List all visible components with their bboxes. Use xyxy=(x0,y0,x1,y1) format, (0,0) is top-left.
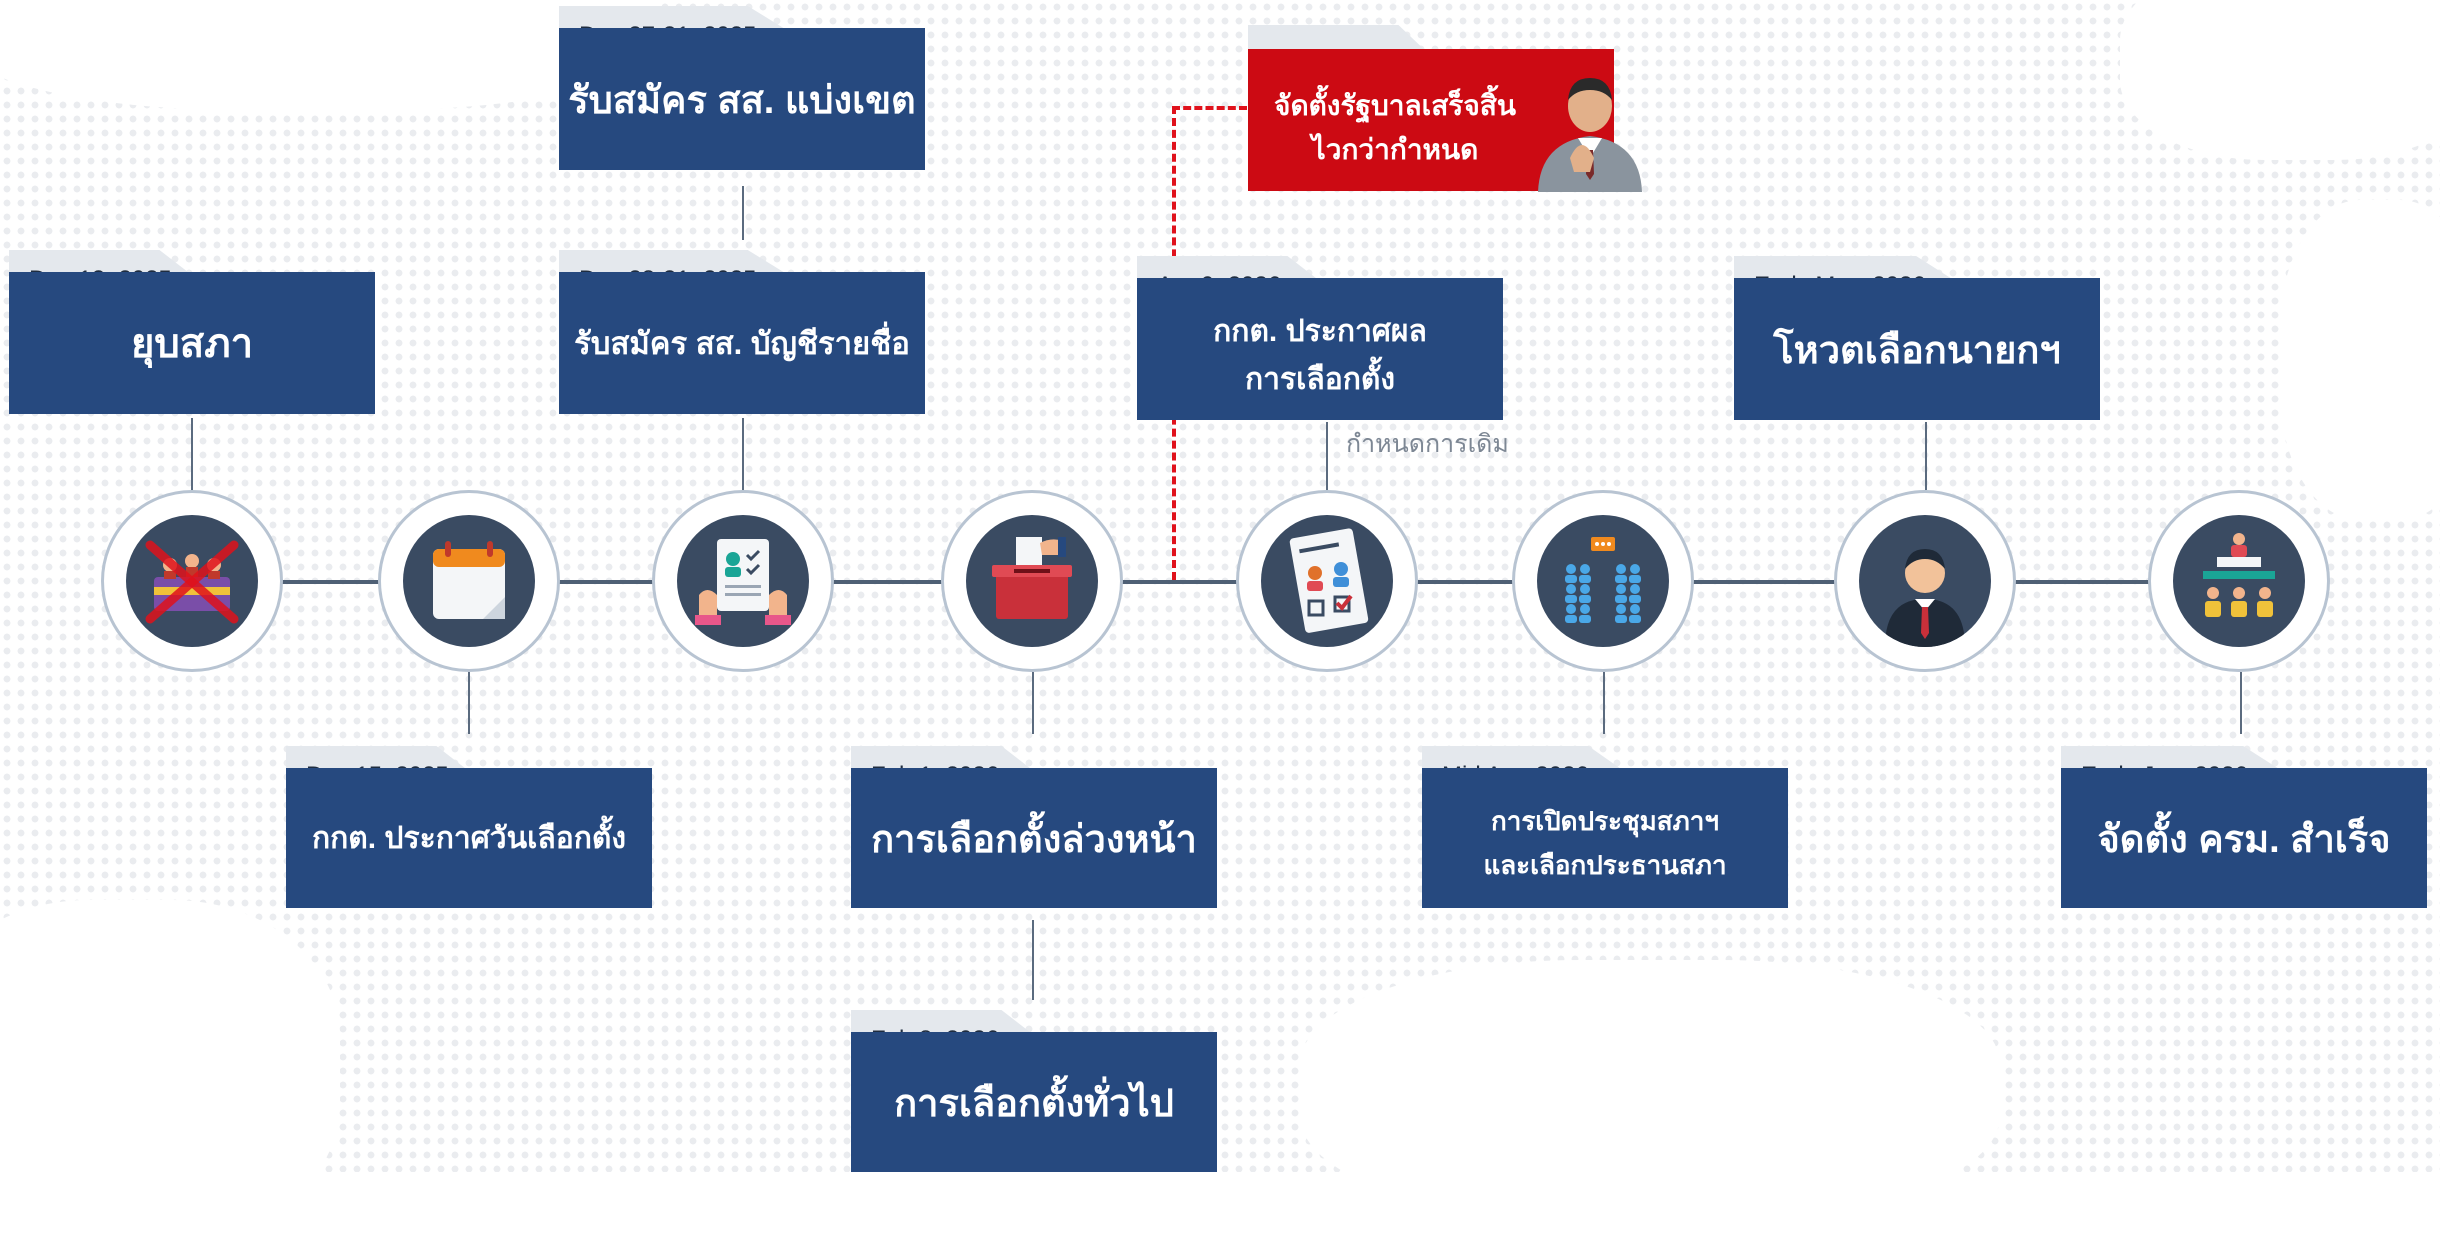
milestone-node-pm-vote xyxy=(1834,490,2016,672)
event-title-line: กกต. ประกาศผล xyxy=(1213,315,1427,348)
milestone-node-candidate-registration xyxy=(652,490,834,672)
event-card-advance-voting: Feb 1, 2026 การเลือกตั้งล่วงหน้า xyxy=(851,746,1217,908)
event-title: ยุบสภา xyxy=(9,272,375,414)
milestone-node-advance-voting xyxy=(941,490,1123,672)
event-title: การเปิดประชุมสภาฯ และเลือกประธานสภา xyxy=(1422,768,1788,908)
milestone-node-dissolution xyxy=(101,490,283,672)
event-card-cabinet: Early Jun, 2026 จัดตั้ง ครม. สำเร็จ xyxy=(2061,746,2427,908)
connector xyxy=(742,186,744,240)
ballot-box-icon xyxy=(992,537,1072,619)
connector xyxy=(1032,920,1034,1000)
event-card-party-list-registration: Dec 28-31, 2025 รับสมัคร สส. บัญชีรายชื่… xyxy=(559,250,925,414)
ballot-paper-icon xyxy=(1289,528,1369,633)
event-title: กกต. ประกาศผล การเลือกตั้ง xyxy=(1137,278,1503,420)
connector xyxy=(1326,422,1328,490)
early-completion-path xyxy=(1172,106,1247,110)
prime-minister-icon xyxy=(1885,549,1965,647)
event-title: กกต. ประกาศวันเลือกตั้ง xyxy=(286,768,652,908)
event-card-result-announcement: Apr 9, 2026 กกต. ประกาศผล การเลือกตั้ง xyxy=(1137,256,1503,420)
connector xyxy=(1925,422,1927,490)
connector xyxy=(1032,672,1034,734)
milestone-node-result-announcement xyxy=(1236,490,1418,672)
event-card-election-date: Dec 15, 2025 กกต. ประกาศวันเลือกตั้ง xyxy=(286,746,652,908)
event-title: การเลือกตั้งทั่วไป xyxy=(851,1032,1217,1172)
event-card-general-election: Feb 8, 2026 การเลือกตั้งทั่วไป xyxy=(851,1010,1217,1172)
connector xyxy=(1603,672,1605,734)
original-schedule-note: กำหนดการเดิม xyxy=(1346,430,1509,458)
event-card-pm-vote: Early May, 2026 โหวตเลือกนายกฯ xyxy=(1734,256,2100,420)
assembly-icon xyxy=(1565,537,1641,623)
milestone-node-election-date xyxy=(378,490,560,672)
event-title: การเลือกตั้งล่วงหน้า xyxy=(851,768,1217,908)
event-title-line: การเปิดประชุมสภาฯ xyxy=(1490,806,1719,836)
timeline-infographic: Dec 12, 2025 ยุบสภา Dec 15, 2025 กกต. ปร… xyxy=(0,0,2440,1172)
politician-portrait-icon xyxy=(1538,78,1642,192)
connector xyxy=(468,672,470,734)
event-title-line: จัดตั้งรัฐบาลเสร็จสิ้น xyxy=(1274,90,1516,121)
candidate-application-icon xyxy=(695,539,791,625)
event-title: โหวตเลือกนายกฯ xyxy=(1734,278,2100,420)
calendar-icon xyxy=(433,541,505,619)
event-title-line: การเลือกตั้ง xyxy=(1244,363,1396,396)
event-title: รับสมัคร สส. บัญชีรายชื่อ xyxy=(559,272,925,414)
world-map-dots-background xyxy=(0,0,2440,1172)
event-card-parliament-session: Mid Apr, 2026 การเปิดประชุมสภาฯ และเลือก… xyxy=(1422,746,1788,908)
connector xyxy=(742,418,744,490)
connector xyxy=(2240,672,2242,734)
event-title-line: และเลือกประธานสภา xyxy=(1483,850,1727,880)
milestone-node-parliament-session xyxy=(1512,490,1694,672)
dissolved-parliament-icon xyxy=(145,540,239,624)
milestone-node-cabinet xyxy=(2148,490,2330,672)
event-title: จัดตั้ง ครม. สำเร็จ xyxy=(2061,768,2427,908)
event-card-dissolution: Dec 12, 2025 ยุบสภา xyxy=(9,250,375,414)
event-card-district-registration: Dec 27-31, 2025 รับสมัคร สส. แบ่งเขต xyxy=(559,6,925,170)
event-title-line: ไวกว่ากำหนด xyxy=(1311,134,1479,165)
connector xyxy=(191,418,193,490)
cabinet-icon xyxy=(2203,533,2275,617)
event-title: รับสมัคร สส. แบ่งเขต xyxy=(559,28,925,170)
